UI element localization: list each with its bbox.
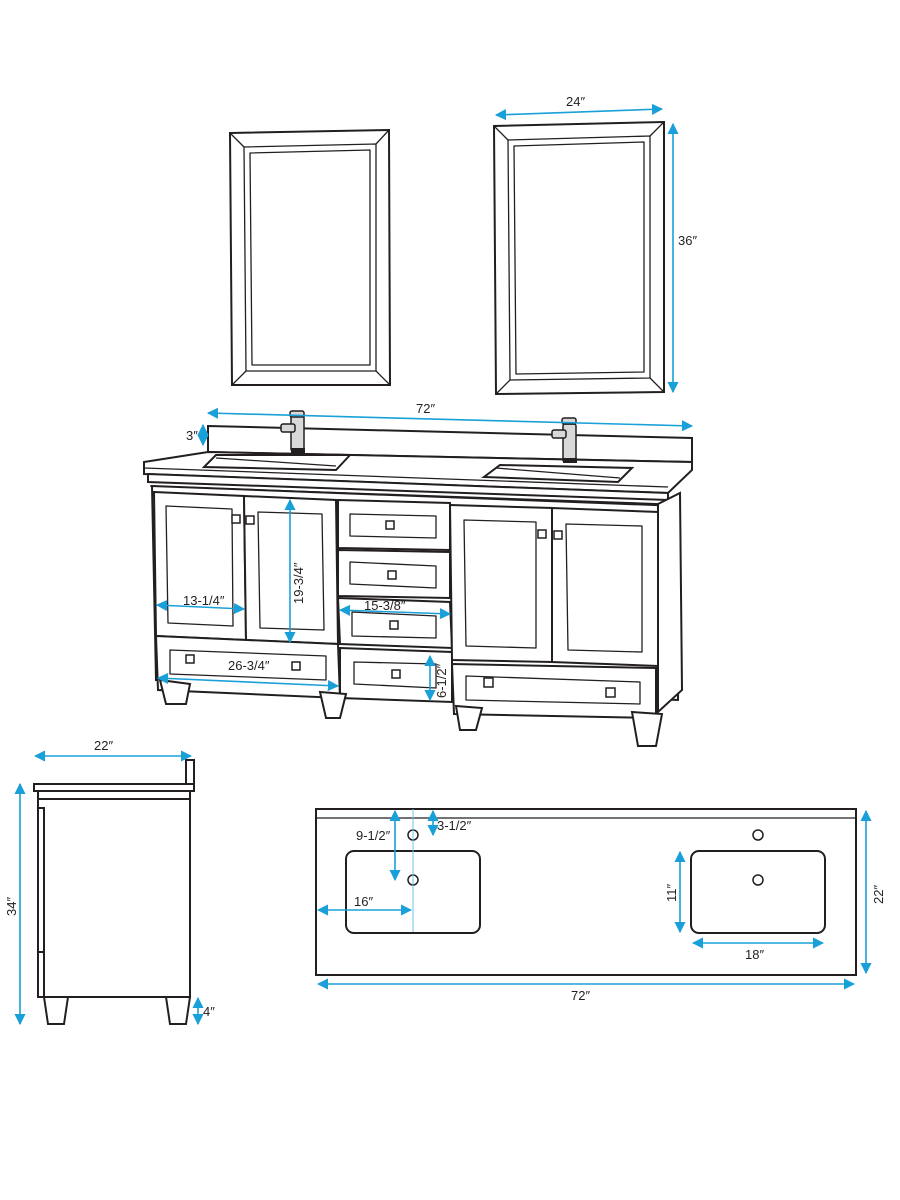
sink-depth-label: 11″: [664, 884, 679, 902]
mirror-width-label: 24″: [566, 94, 585, 109]
right-mirror: [492, 120, 665, 396]
mirror-height-label: 36″: [678, 233, 697, 248]
bottom-drawer-width-label: 26-3/4″: [228, 658, 270, 673]
side-height-label: 34″: [4, 897, 19, 916]
vanity-width-dim: [206, 407, 694, 432]
leg-height-label: 4″: [203, 1004, 215, 1019]
bottom-drawer-width-dim: [156, 672, 340, 692]
right-door-1: [448, 503, 553, 664]
leg: [318, 690, 348, 719]
door-width-label: 13-1/4″: [183, 593, 225, 608]
door-height-label: 19-3/4″: [291, 562, 306, 604]
right-sink: [481, 463, 635, 484]
sink-width-label: 18″: [745, 947, 764, 962]
faucet-hole: [752, 829, 764, 841]
side-depth-label: 22″: [94, 738, 113, 753]
mirror-width-dim: [494, 103, 664, 121]
vanity-side-view: [33, 759, 195, 1025]
center-drawer-width-dim: [338, 604, 452, 620]
sink-from-side-label: 16″: [354, 894, 373, 909]
top-depth-label: 22″: [871, 885, 886, 904]
countertop-top-view: [315, 808, 857, 976]
top-width-label: 72″: [571, 988, 590, 1003]
vanity-width-label: 72″: [416, 401, 435, 416]
right-bottom-drawer: [450, 662, 657, 720]
right-door-2: [551, 506, 659, 668]
right-sink-top: [690, 850, 826, 934]
leg: [630, 710, 664, 747]
vanity-front: [143, 410, 693, 747]
backsplash-label: 3″: [186, 428, 198, 443]
faucet-from-back-label: 3-1/2″: [437, 818, 472, 833]
drain-hole: [752, 874, 764, 886]
drawer-height-label: 6-1/2″: [434, 663, 449, 698]
door-width-dim: [155, 599, 246, 615]
center-drawer-width-label: 15-3/8″: [364, 598, 406, 613]
left-door-1: [152, 490, 248, 642]
leg: [454, 704, 484, 731]
center-drawers: [336, 498, 454, 704]
sink-from-back-label: 9-1/2″: [356, 828, 391, 843]
left-mirror: [228, 128, 392, 386]
left-sink: [201, 454, 353, 472]
leg: [158, 678, 192, 705]
